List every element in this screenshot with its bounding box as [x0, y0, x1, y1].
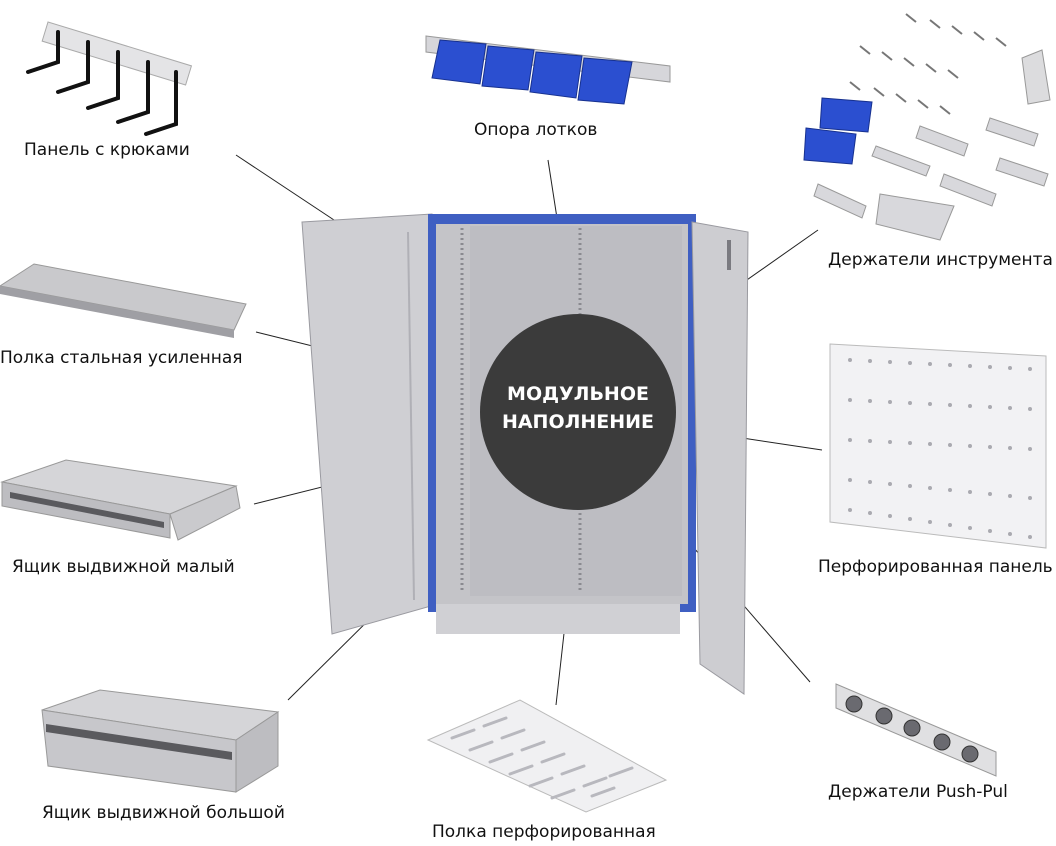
perforated-shelf-illustration: [426, 699, 668, 813]
hub-label-line1: МОДУЛЬНОЕ: [507, 383, 649, 405]
label-hooks-panel: Панель с крюками: [24, 140, 190, 160]
tray-support-illustration: [425, 35, 671, 105]
cabinet-base: [436, 604, 680, 634]
label-small-drawer: Ящик выдвижной малый: [12, 557, 235, 577]
cabinet-left-door-edge: [407, 231, 415, 601]
label-perforated-shelf: Полка перфорированная: [432, 822, 656, 842]
label-tool-holders: Держатели инструмента: [828, 250, 1053, 270]
steel-shelf-illustration: [0, 263, 247, 338]
push-pull-illustration: [835, 683, 997, 777]
hub-label-line2: НАПОЛНЕНИЕ: [501, 411, 655, 433]
large-drawer-illustration: [41, 689, 280, 793]
cabinet-door-handle: [727, 240, 731, 270]
hub-circle: [480, 314, 676, 510]
label-push-pull: Держатели Push-Pul: [828, 782, 1008, 802]
hub-label: МОДУЛЬНОЕ НАПОЛНЕНИЕ: [480, 380, 676, 436]
perforated-panel-illustration: [829, 343, 1047, 549]
small-drawer-illustration: [0, 459, 241, 541]
label-large-drawer: Ящик выдвижной большой: [42, 803, 285, 823]
label-steel-shelf: Полка стальная усиленная: [0, 348, 243, 368]
label-tray-support: Опора лотков: [474, 120, 598, 140]
hooks-panel-illustration: [26, 21, 193, 136]
tool-holders-illustration: [803, 13, 1051, 241]
cabinet-right-door: [691, 221, 749, 695]
cabinet-left-door: [301, 213, 439, 635]
label-perforated-panel: Перфорированная панель: [818, 557, 1053, 577]
